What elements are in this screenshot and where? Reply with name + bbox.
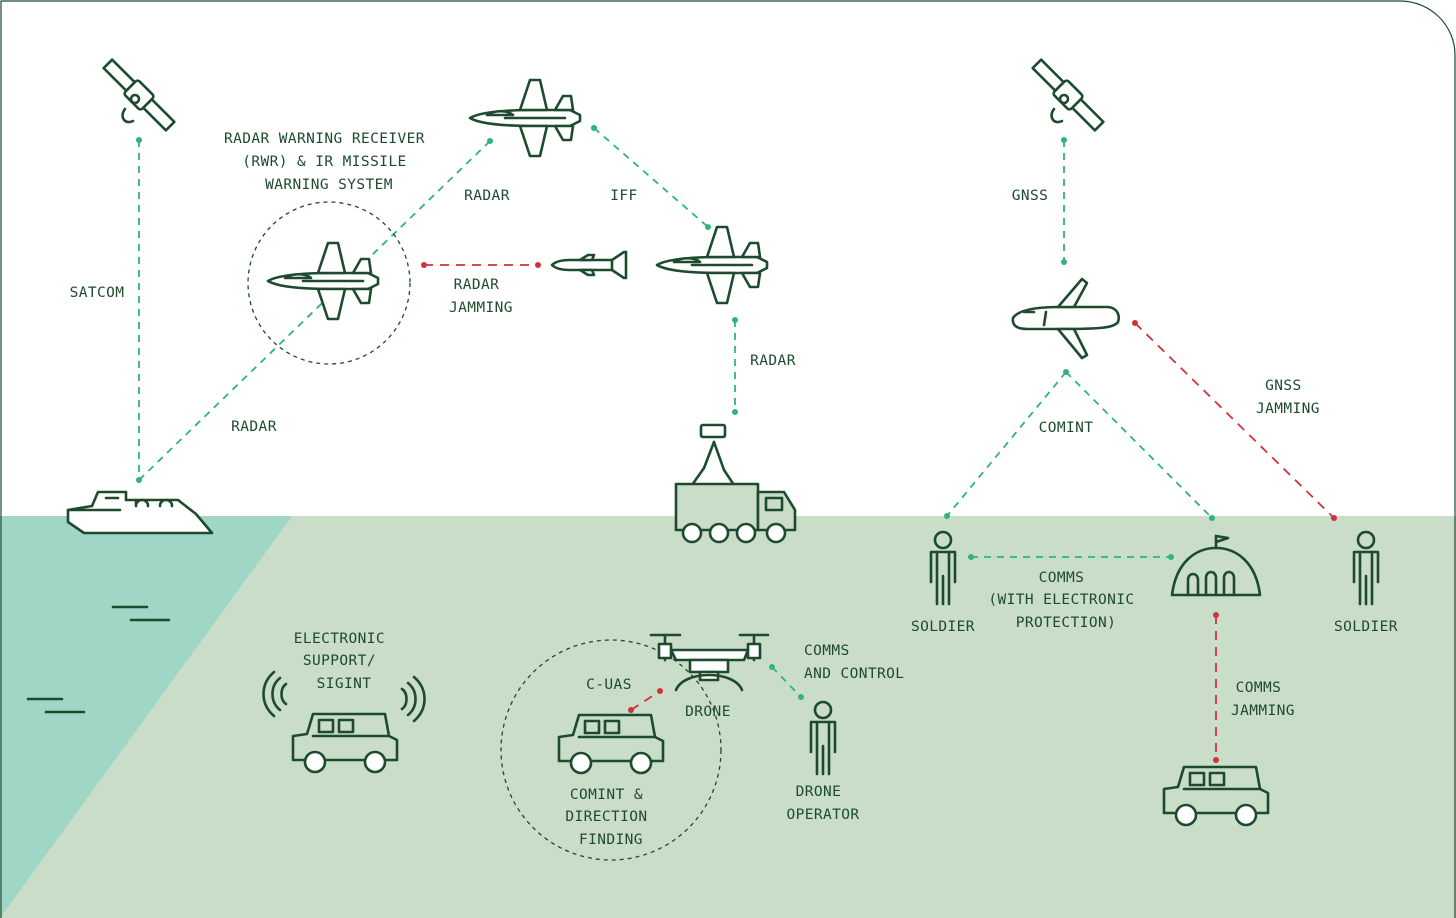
gnss-label: GNSS <box>1012 188 1049 204</box>
command-tent-icon <box>1170 534 1262 597</box>
ship-icon <box>66 490 214 535</box>
comint-df-ring <box>500 639 722 861</box>
drone-operator-label: DRONE OPERATOR <box>786 784 859 823</box>
comms-ep-label: COMMS (WITH ELECTRONIC PROTECTION) <box>988 570 1143 631</box>
soldier-label-right: SOLDIER <box>1334 619 1398 635</box>
rwr-label: RADAR WARNING RECEIVER (RWR) & IR MISSIL… <box>224 131 434 193</box>
gnss-jamming-label: GNSS JAMMING <box>1256 378 1320 417</box>
link-endpoints <box>136 125 1337 763</box>
links <box>138 127 1335 760</box>
labels: RADAR WARNING RECEIVER (RWR) & IR MISSIL… <box>70 131 1398 848</box>
comint-label: COMINT <box>1039 420 1094 436</box>
sea-ripples <box>26 605 171 714</box>
comint-df-label: COMINT & DIRECTION FINDING <box>565 787 656 848</box>
quadcopter-drone-icon <box>649 633 770 692</box>
link-c-uas <box>630 690 661 711</box>
es-sigint-label: ELECTRONIC SUPPORT/ SIGINT <box>294 631 394 692</box>
link-gnss-jamming <box>1134 322 1335 519</box>
link-comint-right <box>1065 371 1213 519</box>
sea-area <box>0 516 292 918</box>
comms-control-label: COMMS AND CONTROL <box>804 643 904 682</box>
radar-jamming-label: RADAR JAMMING <box>449 277 513 316</box>
missile-icon <box>550 250 628 280</box>
c-uas-label: C-UAS <box>586 677 632 693</box>
comms-jamming-label: COMMS JAMMING <box>1231 680 1295 719</box>
radar-label-ground: RADAR <box>750 353 796 369</box>
soldier-label-left: SOLDIER <box>911 619 975 635</box>
link-comms-control <box>771 666 802 698</box>
radar-label-upper: RADAR <box>464 188 510 204</box>
radar-label-ship: RADAR <box>231 419 277 435</box>
iff-label: IFF <box>610 188 637 204</box>
link-radar-ship-jet <box>138 140 491 481</box>
drone-label: DRONE <box>685 704 731 720</box>
rwr-coverage-ring <box>247 201 411 365</box>
satcom-label: SATCOM <box>70 285 125 301</box>
link-comint-left <box>946 371 1067 517</box>
radar-truck-icon <box>674 423 797 544</box>
uav-icon <box>1011 277 1120 360</box>
